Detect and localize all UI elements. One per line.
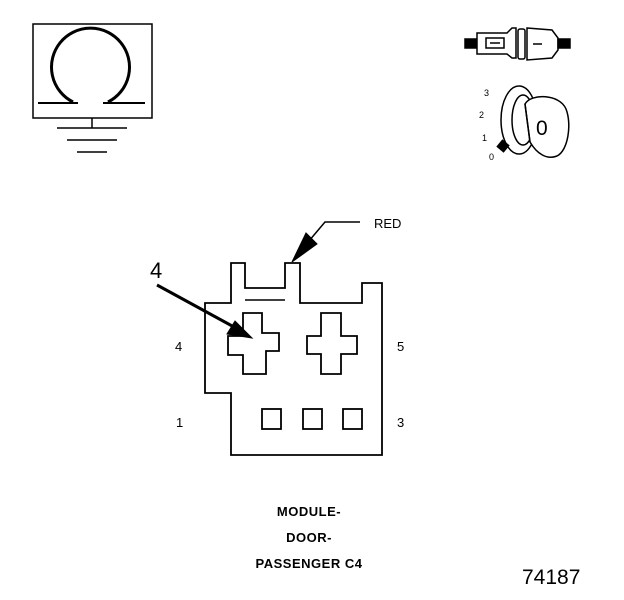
terminal-square-2	[302, 408, 323, 430]
key-position-3: 3	[484, 88, 490, 98]
connector-name-line-1: MODULE-	[276, 504, 342, 519]
omega-ground-symbol	[32, 23, 153, 153]
plug-male-slot	[485, 37, 505, 49]
connector-name-line-3: PASSENGER C4	[255, 556, 363, 571]
terminal-cross-pin-5	[306, 312, 358, 375]
plug-female-ring	[517, 28, 526, 60]
pin-label-bottom-left: 1	[176, 415, 184, 430]
pin-label-bottom-right: 3	[397, 415, 405, 430]
figure-number: 74187	[522, 566, 581, 589]
pin-label-top-left: 4	[175, 339, 183, 354]
plug-female-body	[526, 27, 559, 61]
connector-plug-icon	[464, 27, 571, 61]
connector-outline	[204, 262, 383, 456]
connector-name-line-2: DOOR-	[286, 530, 332, 545]
connector-face	[204, 262, 383, 456]
red-leader-arrowhead	[291, 232, 318, 263]
key-blade-shadow	[524, 103, 531, 143]
key-position-2: 2	[479, 110, 485, 120]
callout-4-arrowhead	[226, 320, 254, 339]
plug-wire-stub-right	[557, 38, 571, 49]
key-position-0: 0	[489, 152, 495, 162]
ignition-key-icon	[496, 85, 570, 158]
position-marker	[496, 139, 510, 153]
terminal-square-3	[342, 408, 363, 430]
callout-number-label: 4	[150, 258, 163, 283]
wire-color-label: RED	[374, 216, 402, 231]
key-position-1: 1	[482, 133, 488, 143]
key-head	[524, 96, 570, 158]
pin-label-top-right: 5	[397, 339, 405, 354]
omega-glyph	[50, 26, 131, 104]
terminal-square-1	[261, 408, 282, 430]
plug-wire-stub-left	[464, 38, 478, 49]
callout-4-arrow	[156, 283, 254, 339]
callout-4-line	[156, 283, 235, 329]
red-wire-leader	[291, 221, 360, 263]
terminal-cross-pin-4	[227, 312, 280, 375]
key-face-label: 0	[536, 117, 548, 140]
